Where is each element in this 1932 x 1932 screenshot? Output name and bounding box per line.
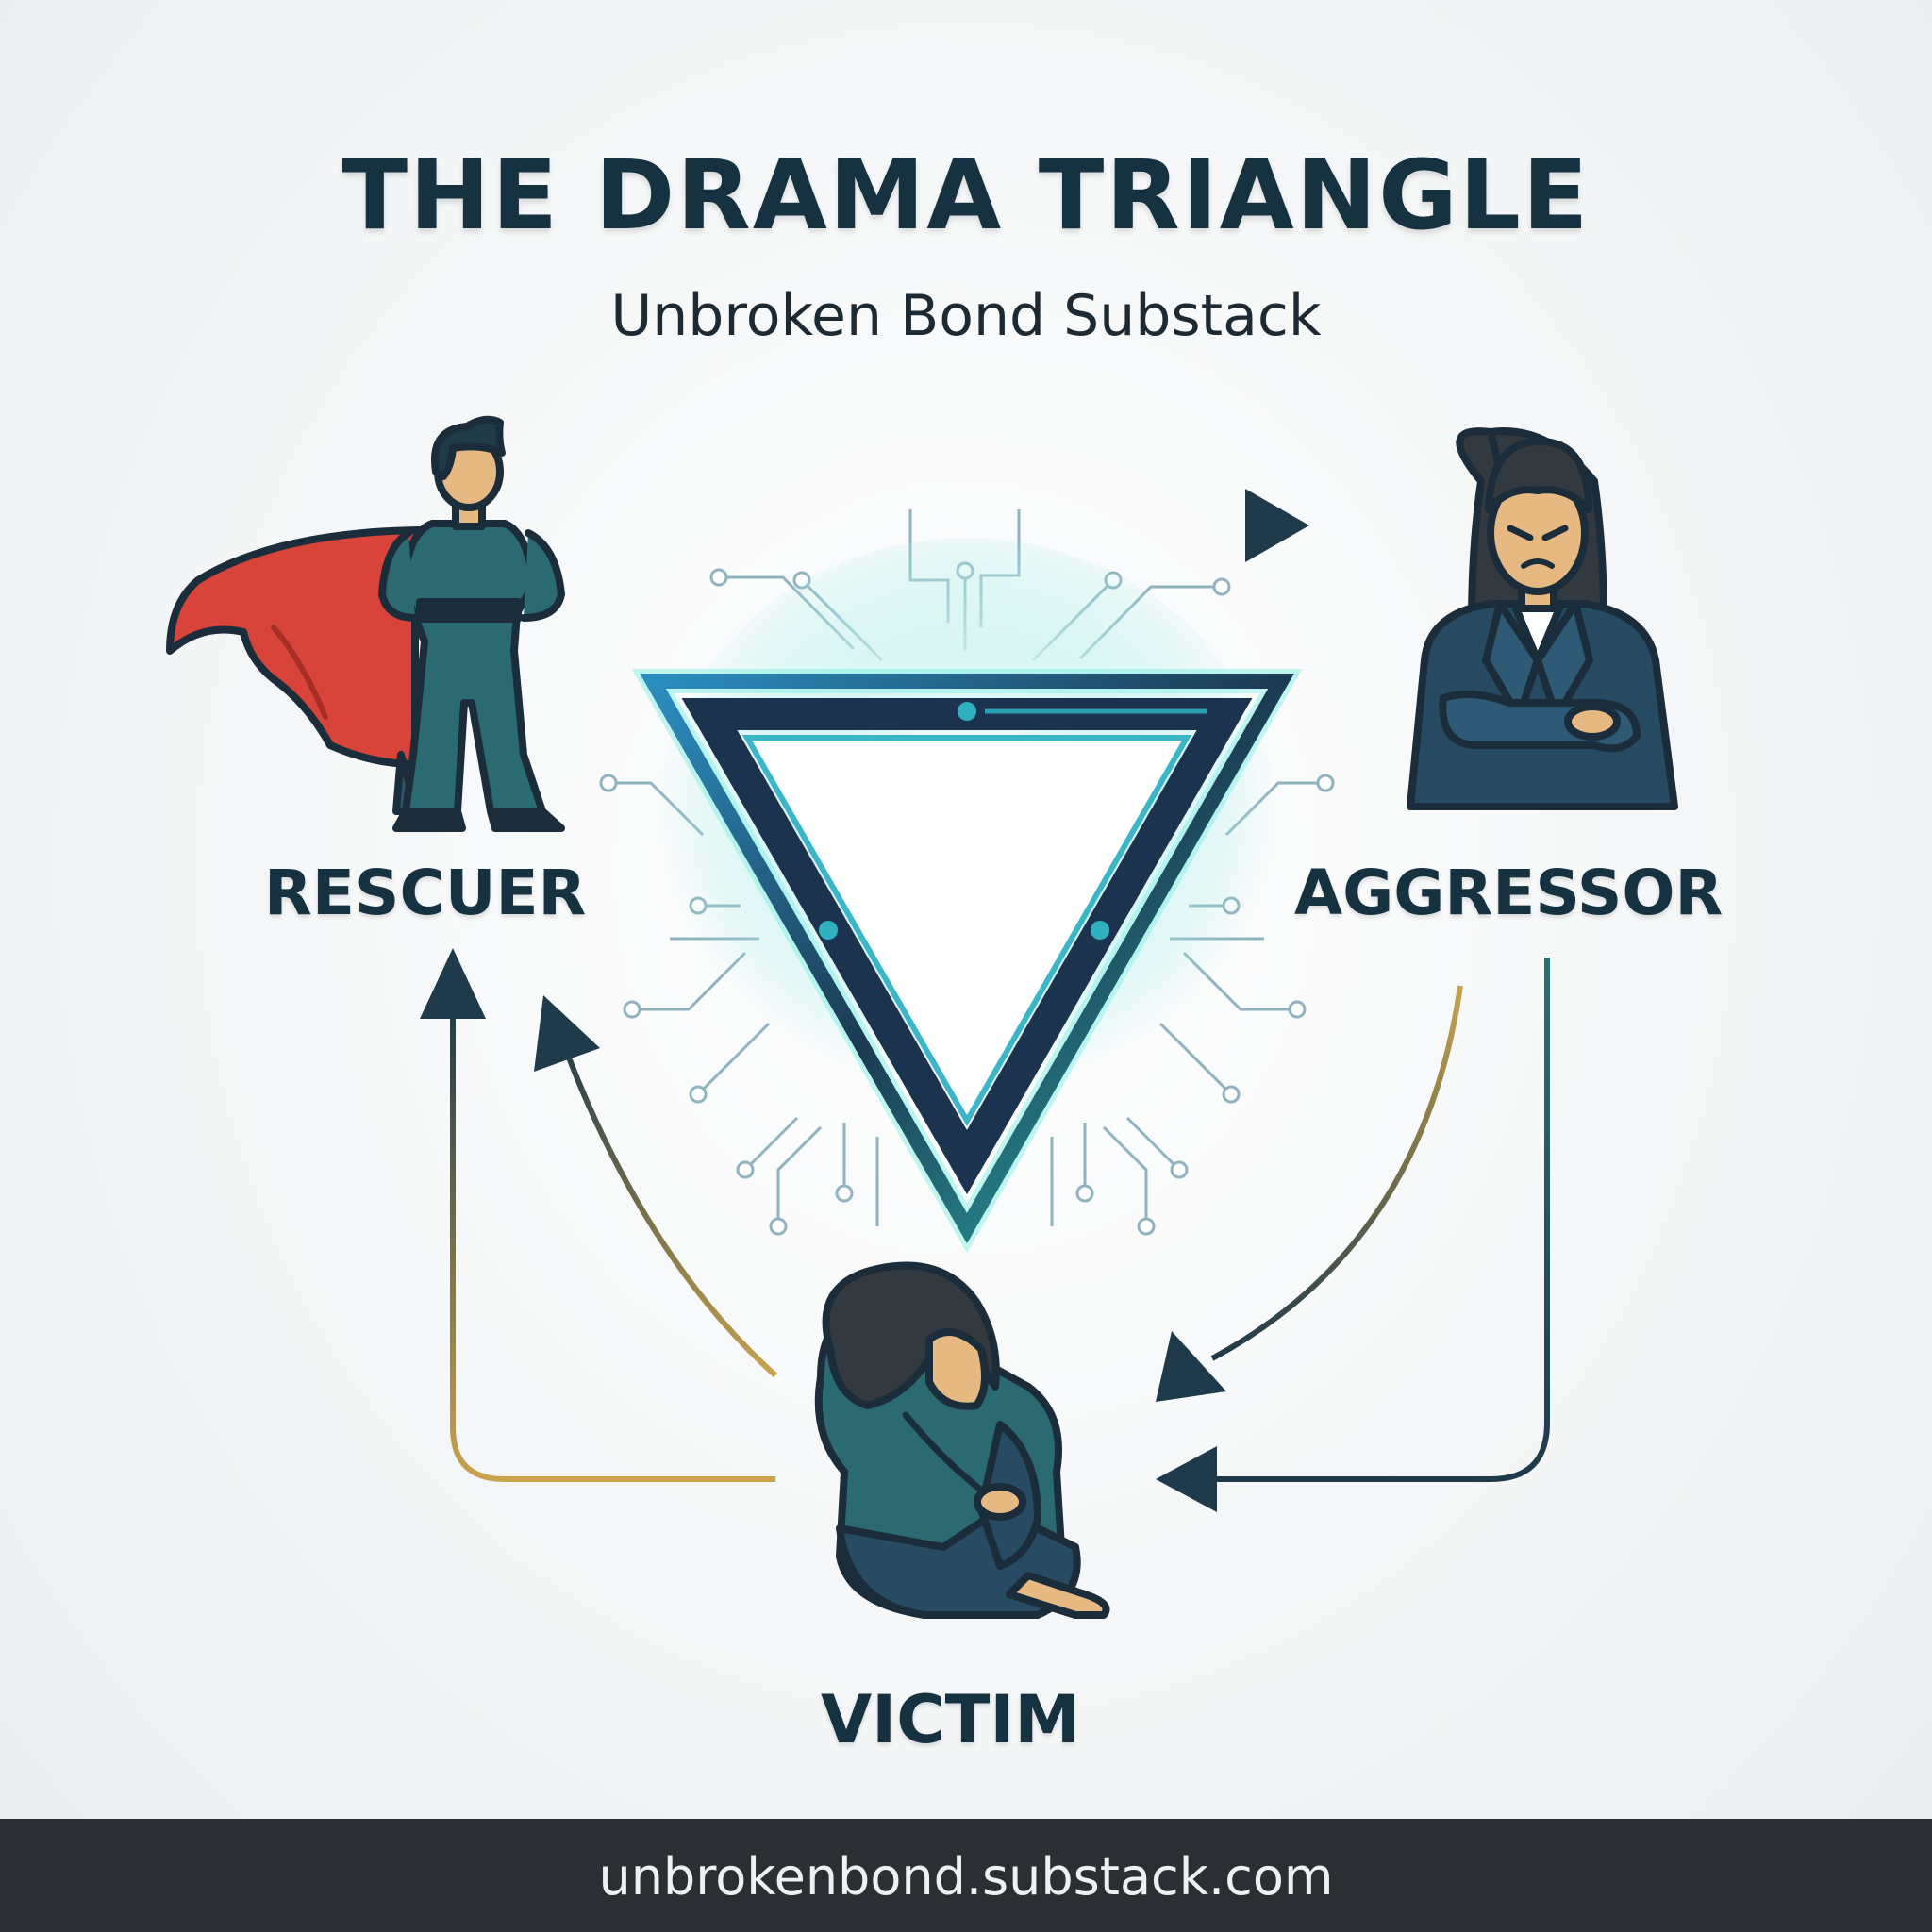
- arrow-victim-to-rescuer-outer: [420, 948, 775, 1482]
- cape-fold: [271, 625, 328, 720]
- circuit-node: [1137, 1217, 1156, 1236]
- arrow-shaft: [1208, 958, 1550, 1482]
- arrow-aggressor-to-victim-curve: [1156, 985, 1463, 1402]
- circuit-node: [1316, 774, 1335, 792]
- rescuer-superhero-icon: [166, 415, 565, 832]
- hair: [431, 415, 506, 480]
- arrow-head: [420, 948, 486, 1019]
- arrow-head: [1156, 1331, 1226, 1402]
- circuit-node: [709, 568, 728, 587]
- arrow-shaft: [558, 1036, 778, 1378]
- triangle-node-left: [819, 921, 838, 940]
- circuit-node: [1170, 1160, 1189, 1179]
- boot-right: [487, 808, 565, 832]
- page-title: THE DRAMA TRIANGLE: [341, 140, 1591, 252]
- circuit-node: [769, 1217, 788, 1236]
- triangle-outer-edge: [640, 674, 1294, 1244]
- circuit-trace: [1125, 1116, 1181, 1172]
- body-suit: [400, 520, 546, 815]
- circuit-node: [599, 774, 618, 792]
- victim-sitting-icon: [814, 1261, 1110, 1619]
- aggressor-woman-icon: [1407, 427, 1678, 810]
- arrow-head: [1156, 1446, 1217, 1512]
- triangle-inner-face: [741, 735, 1192, 1127]
- circuit-node: [1288, 1000, 1307, 1019]
- hair-front: [1485, 438, 1592, 513]
- arrow-shaft: [1210, 985, 1463, 1361]
- face-down: [925, 1328, 989, 1410]
- arrow-shaft: [450, 1000, 775, 1482]
- circuit-node: [1212, 577, 1231, 596]
- hair: [822, 1261, 1000, 1409]
- frown: [1521, 558, 1555, 569]
- arrow-aggressor-to-victim-outer: [1156, 958, 1550, 1512]
- label-rescuer: RESCUER: [264, 857, 587, 929]
- arm-left: [378, 529, 419, 622]
- drama-triangle-diagram: [166, 415, 1678, 1619]
- hand: [1564, 703, 1621, 741]
- arrow-rescuer-to-aggressor: [651, 489, 1309, 562]
- feet: [1006, 1572, 1110, 1619]
- circuit-node: [689, 1085, 708, 1104]
- page-subtitle: Unbroken Bond Substack: [610, 283, 1322, 349]
- triangle-node-right: [1091, 921, 1109, 940]
- arm-right: [520, 529, 565, 622]
- circuit-node: [736, 1160, 755, 1179]
- boot-left: [392, 808, 466, 832]
- circuit-trace: [776, 1125, 823, 1226]
- label-aggressor: AGGRESSOR: [1294, 857, 1724, 929]
- label-victim: VICTIM: [821, 1681, 1081, 1758]
- cape: [166, 525, 447, 768]
- arrow-head: [534, 995, 600, 1072]
- circuit-node: [623, 1000, 641, 1019]
- circuit-node: [1222, 1085, 1241, 1104]
- triangle-node-top: [958, 702, 976, 721]
- footer-url[interactable]: unbrokenbond.substack.com: [598, 1847, 1334, 1907]
- circuit-node: [1075, 1184, 1094, 1203]
- angry-brows: [1507, 525, 1569, 541]
- circuit-trace: [1102, 1125, 1148, 1226]
- arrow-head: [1245, 489, 1309, 562]
- belt: [416, 598, 522, 623]
- circuit-node: [835, 1184, 854, 1203]
- hands: [974, 1483, 1026, 1521]
- triangle-icon: [631, 669, 1303, 1254]
- footer-bar: unbrokenbond.substack.com: [0, 1819, 1932, 1932]
- arrow-victim-to-rescuer-inner: [534, 995, 778, 1378]
- circuit-trace: [743, 1116, 799, 1172]
